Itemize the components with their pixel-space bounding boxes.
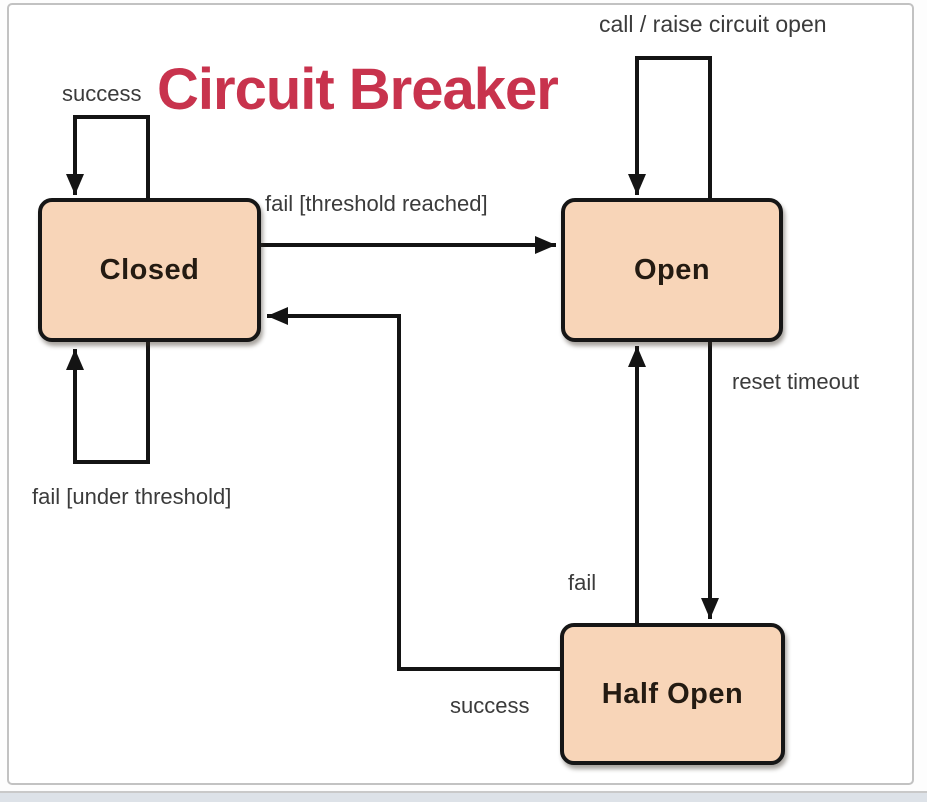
state-half-open: Half Open bbox=[560, 623, 785, 765]
label-halfopen-to-closed: success bbox=[450, 693, 530, 718]
label-open-self-call: call / raise circuit open bbox=[599, 11, 827, 37]
label-open-to-halfopen: reset timeout bbox=[732, 369, 860, 394]
arrow-halfopen-to-closed-success bbox=[267, 307, 561, 671]
bottom-strip bbox=[0, 793, 927, 802]
state-open-label: Open bbox=[633, 253, 711, 286]
state-closed-label: Closed bbox=[99, 253, 200, 286]
label-closed-self-fail: fail [under threshold] bbox=[32, 484, 232, 509]
diagram-title: Circuit Breaker bbox=[157, 57, 559, 122]
label-closed-to-open: fail [threshold reached] bbox=[265, 191, 488, 216]
state-open: Open bbox=[561, 198, 783, 342]
label-halfopen-to-open: fail bbox=[568, 570, 597, 595]
state-half-open-label: Half Open bbox=[601, 677, 744, 710]
label-closed-self-success: success bbox=[62, 81, 142, 106]
arrow-closed-self-fail bbox=[66, 342, 150, 464]
state-closed: Closed bbox=[38, 198, 261, 342]
bottom-divider-line bbox=[0, 791, 927, 793]
arrow-closed-self-success bbox=[66, 115, 150, 198]
arrow-open-self-call bbox=[628, 56, 712, 198]
